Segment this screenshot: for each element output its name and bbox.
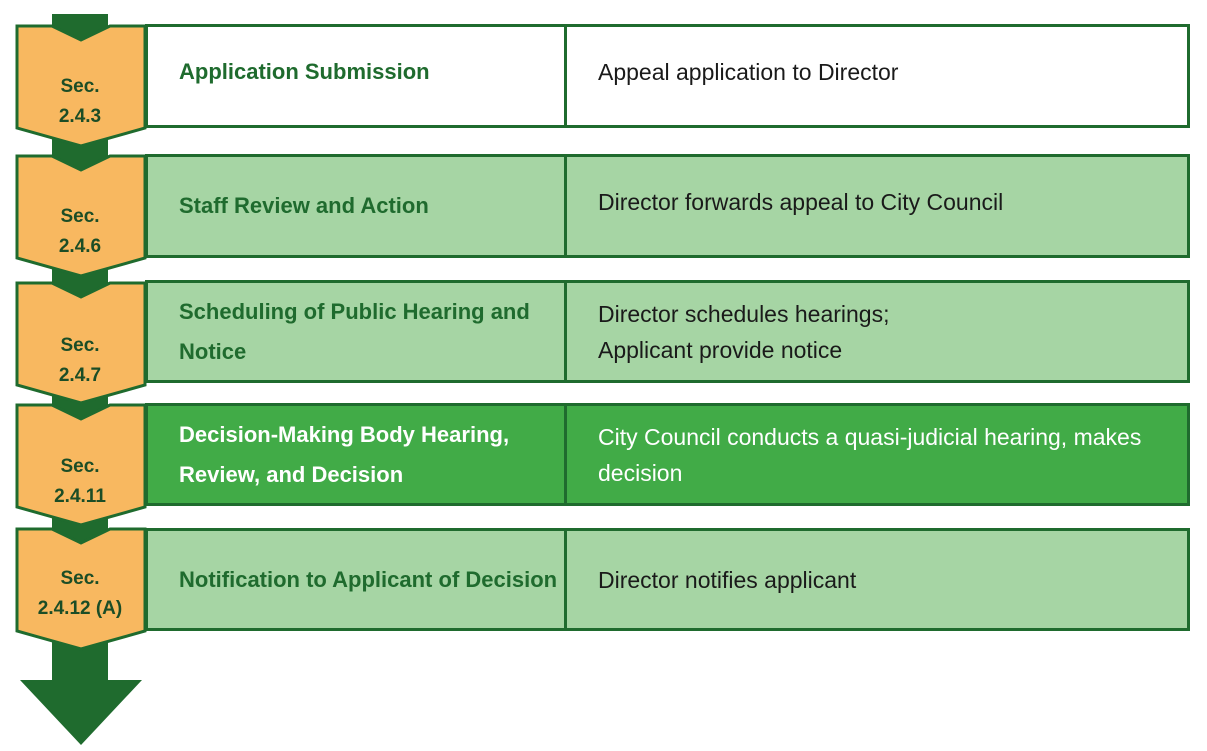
step-description: Appeal application to Director [598, 59, 899, 85]
section-label: Sec. 2.4.12 (A) [37, 568, 123, 619]
section-label: Sec. 2.4.3 [58, 76, 102, 127]
step-title: Staff Review and Action [179, 193, 429, 218]
step-description: Director schedules hearings; Applicant p… [598, 300, 890, 363]
step-description: Director forwards appeal to City Council [598, 189, 1004, 215]
section-label: Sec. 2.4.11 [54, 456, 106, 507]
step-title-box: Scheduling of Public Hearing and Notice [145, 280, 567, 383]
step-description-box: Director notifies applicant [564, 528, 1190, 631]
step-description: Director notifies applicant [598, 566, 857, 593]
step-title-box: Decision-Making Body Hearing, Review, an… [145, 403, 567, 506]
step-description-box: Director schedules hearings; Applicant p… [564, 280, 1190, 383]
step-description: City Council conducts a quasi-judicial h… [598, 423, 1142, 486]
step-description-box: Appeal application to Director [564, 24, 1190, 128]
step-title-box: Application Submission [145, 24, 567, 128]
step-title: Notification to Applicant of Decision [179, 566, 558, 592]
step-title-box: Notification to Applicant of Decision [145, 528, 567, 631]
step-title: Decision-Making Body Hearing, Review, an… [179, 421, 510, 487]
step-description-box: Director forwards appeal to City Council [564, 154, 1190, 258]
section-label: Sec. 2.4.7 [58, 335, 102, 386]
arrow-head-icon [20, 680, 142, 745]
step-title-box: Staff Review and Action [145, 154, 567, 258]
section-label: Sec. 2.4.6 [58, 206, 102, 257]
step-description-box: City Council conducts a quasi-judicial h… [564, 403, 1190, 506]
step-title: Scheduling of Public Hearing and Notice [179, 298, 530, 364]
step-title: Application Submission [179, 59, 430, 84]
